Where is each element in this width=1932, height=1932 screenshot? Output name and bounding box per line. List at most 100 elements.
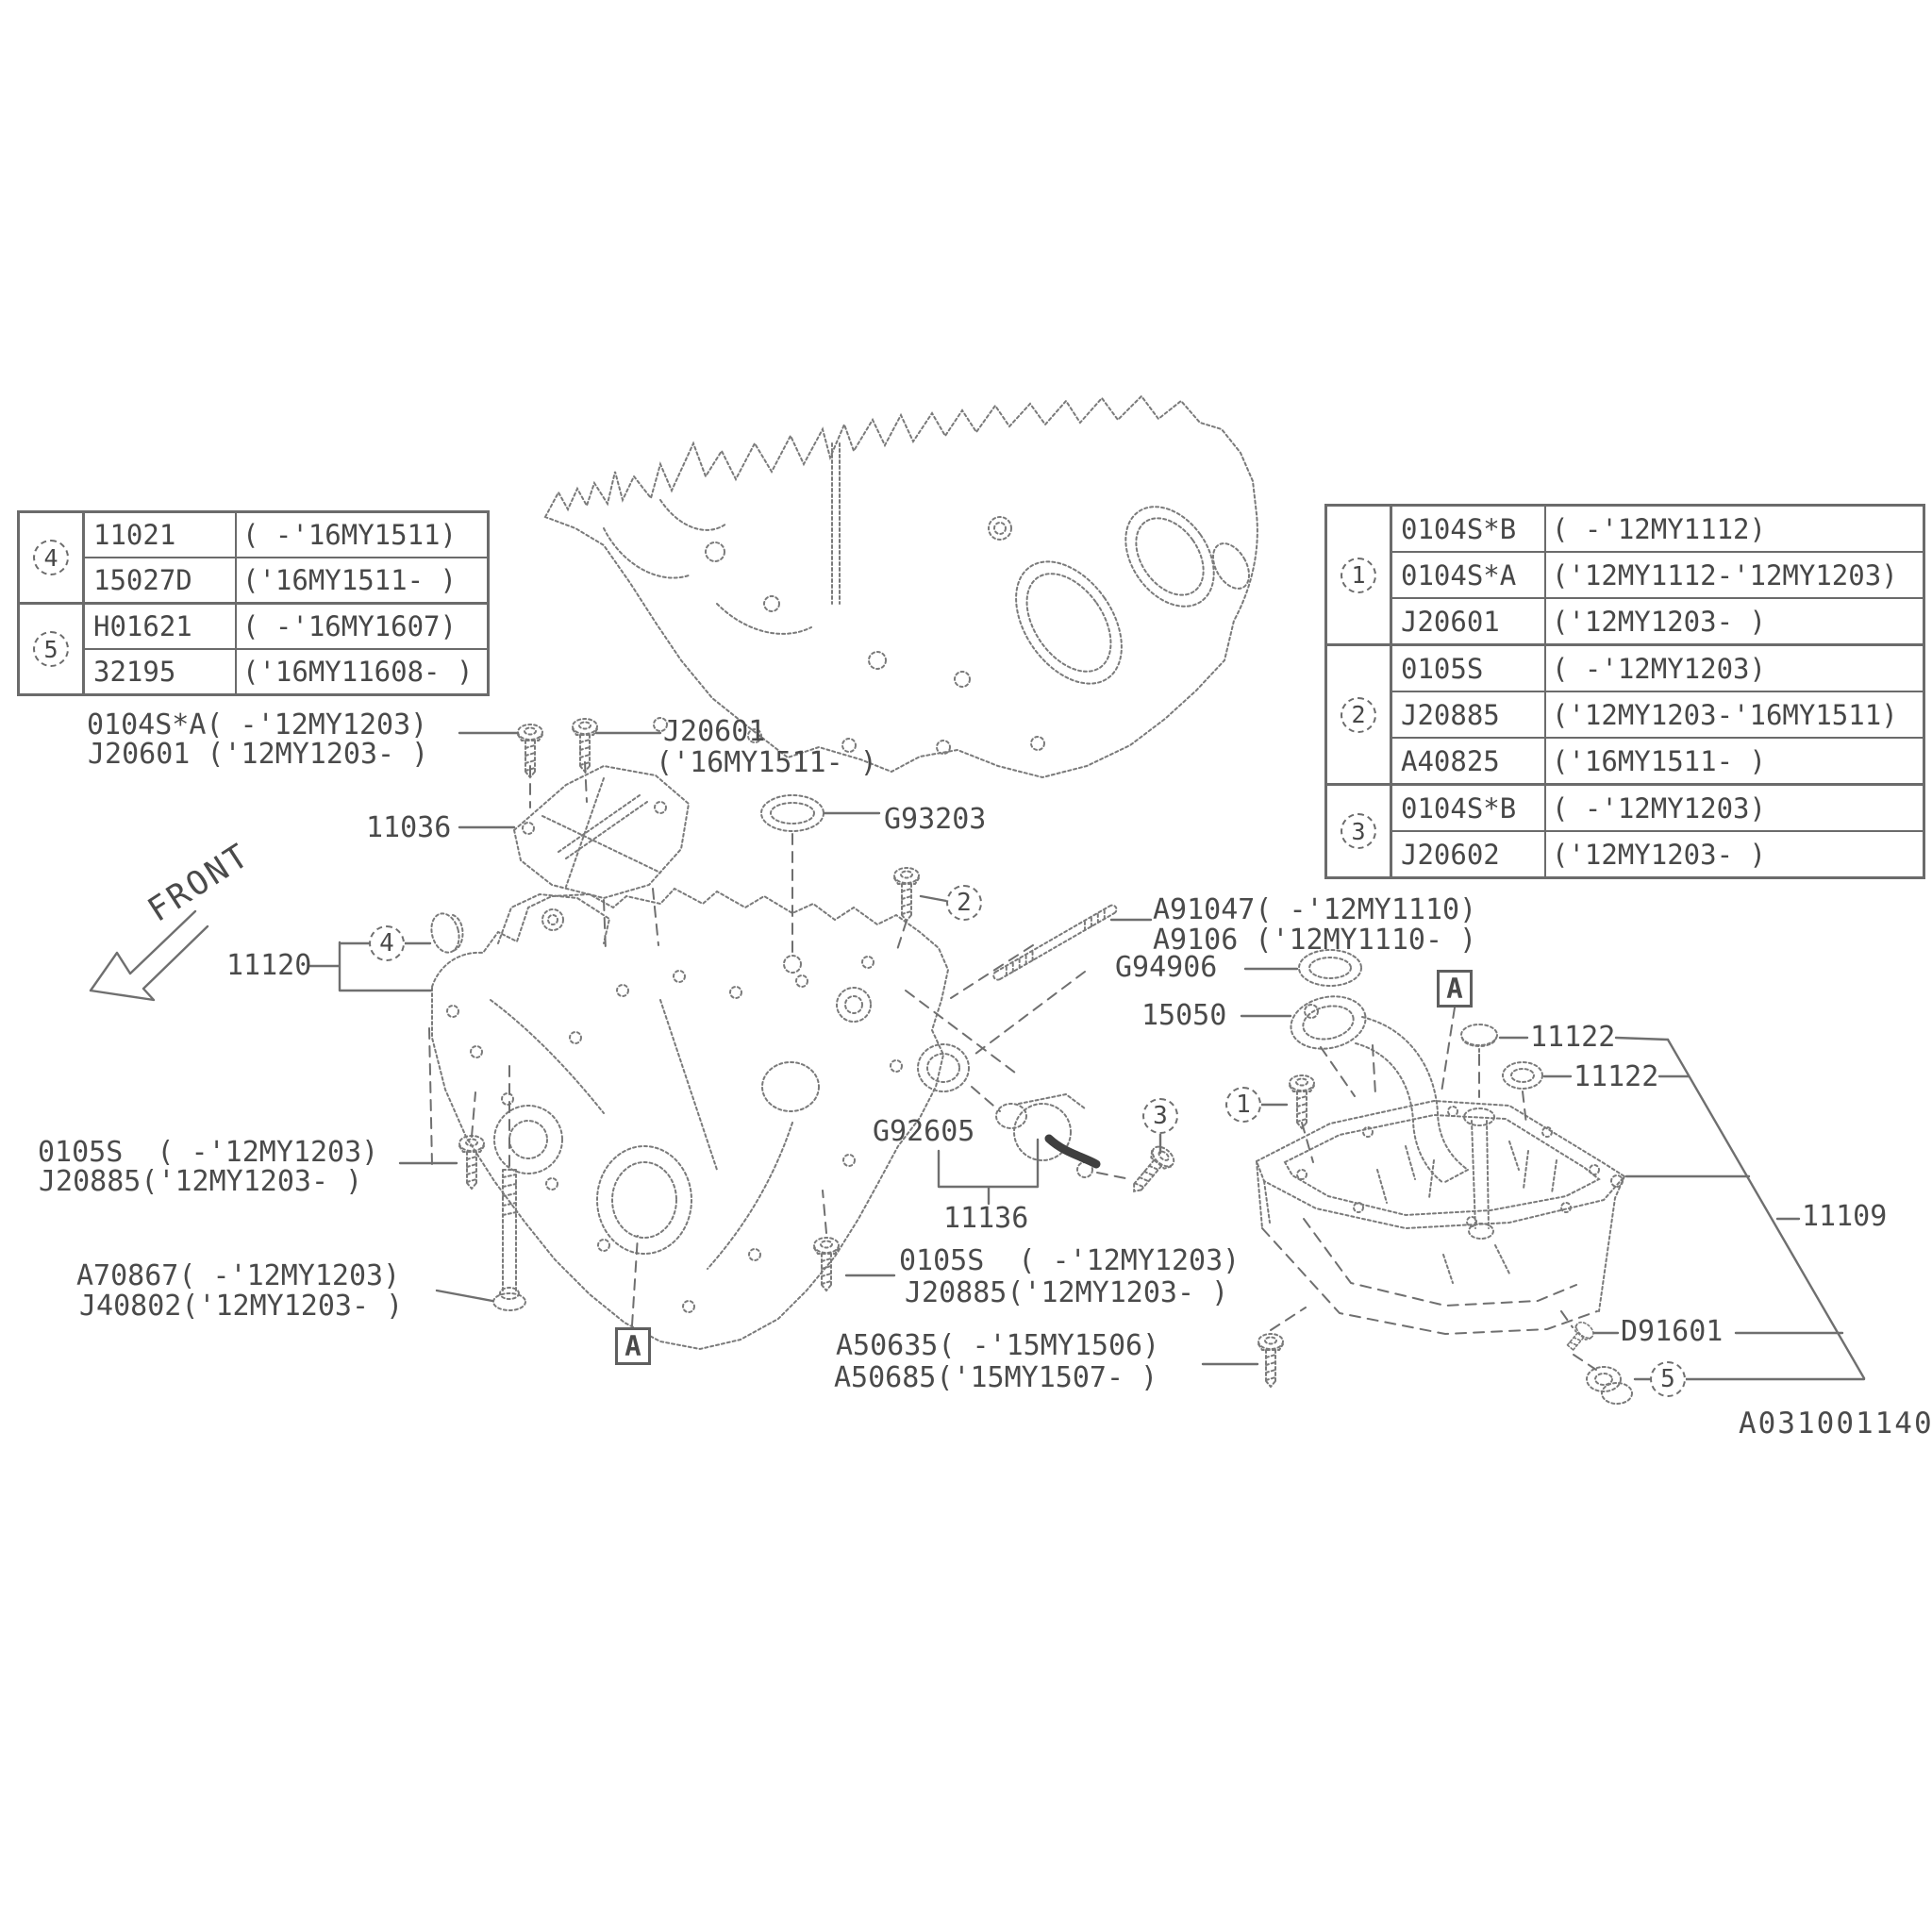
table-row: J20885 ('12MY1203-'16MY1511) [1392, 691, 1923, 737]
badge-cell: 2 [1327, 646, 1392, 783]
label-11136: 11136 [943, 1202, 1029, 1235]
label-11109: 11109 [1802, 1200, 1888, 1233]
part-number: 0104S*B [1392, 507, 1546, 551]
table-row: A40825 ('16MY1511- ) [1392, 737, 1923, 783]
table-row: 15027D ('16MY1511- ) [85, 557, 487, 602]
label-11122-lower: 11122 [1574, 1060, 1659, 1093]
callout-badge-5: 5 [33, 631, 69, 667]
bolt-icon [1124, 1141, 1179, 1201]
long-bolt-icon [492, 1169, 526, 1311]
oil-pan-hidden-edge [1261, 1227, 1598, 1336]
left-parts-table: 4 11021 ( -'16MY1511) 15027D ('16MY1511-… [17, 510, 490, 696]
oil-strainer-art [1290, 995, 1469, 1184]
table-row: 11021 ( -'16MY1511) [85, 513, 487, 557]
table-row: H01621 ( -'16MY1607) [85, 605, 487, 648]
badge-cell: 1 [1327, 507, 1392, 643]
engine-block-art [543, 394, 1258, 779]
badge-cell: 5 [20, 605, 85, 693]
leader-lines [89, 731, 1866, 1381]
cover-plate-art [512, 764, 691, 900]
badge-cell: 3 [1327, 786, 1392, 876]
table-row: J20602 ('12MY1203- ) [1392, 830, 1923, 876]
model-range: ('16MY1511- ) [242, 564, 457, 596]
model-range: ( -'16MY1607) [242, 610, 457, 642]
label-0104sa-line2: J20601 ('12MY1203- ) [88, 738, 429, 771]
label-0105s-left-line2: J20885('12MY1203- ) [39, 1165, 363, 1198]
stud-a91047-icon [992, 904, 1118, 981]
label-11036: 11036 [366, 811, 452, 844]
table-row: 0105S ( -'12MY1203) [1392, 646, 1923, 691]
oring-g92605-icon [917, 1043, 970, 1092]
callout-1: 1 [1225, 1087, 1261, 1123]
table-row: 0104S*B ( -'12MY1112) [1392, 507, 1923, 551]
model-range: ('12MY1203- ) [1552, 838, 1766, 871]
label-a70867-line2: J40802('12MY1203- ) [79, 1290, 404, 1323]
model-range: ('16MY11608- ) [242, 656, 474, 688]
callout-3: 3 [1142, 1098, 1178, 1134]
table-row: 32195 ('16MY11608- ) [85, 648, 487, 693]
ref-box-a-upper: A [1437, 970, 1473, 1008]
label-a91047-line1: A91047( -'12MY1110) [1153, 893, 1477, 926]
model-range: ('12MY1112-'12MY1203) [1552, 558, 1898, 591]
label-j20601b-line1: J20601 [663, 715, 766, 748]
label-a91047-line2: A9106 ('12MY1110- ) [1153, 924, 1477, 957]
right-parts-table: 1 0104S*B ( -'12MY1112) 0104S*A ('12MY11… [1324, 504, 1925, 879]
label-j20601b-line2: ('16MY1511- ) [656, 746, 877, 779]
label-15050: 15050 [1141, 999, 1227, 1032]
label-g93203: G93203 [884, 803, 987, 836]
part-number: H01621 [85, 605, 237, 648]
callout-badge-2: 2 [1341, 696, 1376, 733]
table-group: 3 0104S*B ( -'12MY1203) J20602 ('12MY120… [1327, 783, 1923, 876]
bolt-icon [458, 1135, 485, 1190]
callout-4: 4 [369, 925, 405, 961]
callout-badge-3: 3 [1341, 813, 1376, 849]
bolt-icon [1257, 1333, 1284, 1388]
model-range: ( -'12MY1203) [1552, 652, 1766, 685]
oil-pump-hose-art [1044, 1134, 1101, 1169]
oring-g94906-icon [1298, 949, 1362, 987]
callout-badge-4: 4 [33, 540, 69, 575]
ref-box-a-lower: A [615, 1327, 651, 1365]
model-range: ( -'12MY1112) [1552, 512, 1766, 545]
part-number: J20602 [1392, 832, 1546, 876]
part-number: 11021 [85, 513, 237, 557]
badge-cell: 4 [20, 513, 85, 602]
model-range: ('16MY1511- ) [1552, 744, 1766, 777]
oring-11122-icon [1502, 1061, 1543, 1090]
part-number: J20885 [1392, 692, 1546, 737]
part-number: J20601 [1392, 599, 1546, 643]
callout-badge-1: 1 [1341, 557, 1376, 593]
label-g92605: G92605 [873, 1115, 975, 1148]
part-number: 0104S*B [1392, 786, 1546, 830]
label-a50635-line1: A50635( -'15MY1506) [836, 1329, 1160, 1362]
construction-lines [428, 761, 1597, 1371]
model-range: ('12MY1203- ) [1552, 605, 1766, 638]
label-0104sa-line1: 0104S*A( -'12MY1203) [87, 708, 428, 741]
diagram-code: A031001140 [1739, 1407, 1932, 1441]
label-0105s-mid-line2: J20885('12MY1203- ) [905, 1276, 1229, 1309]
table-group: 1 0104S*B ( -'12MY1112) 0104S*A ('12MY11… [1327, 507, 1923, 643]
drain-washer-icon [1586, 1366, 1633, 1405]
table-group: 4 11021 ( -'16MY1511) 15027D ('16MY1511-… [20, 513, 487, 602]
table-row: 0104S*B ( -'12MY1203) [1392, 786, 1923, 830]
label-0105s-mid-line1: 0105S ( -'12MY1203) [899, 1244, 1241, 1277]
table-row: 0104S*A ('12MY1112-'12MY1203) [1392, 551, 1923, 597]
chain-case-art [431, 887, 950, 1351]
label-0105s-left-line1: 0105S ( -'12MY1203) [38, 1136, 379, 1169]
part-number: 0104S*A [1392, 553, 1546, 597]
label-d91601: D91601 [1621, 1315, 1724, 1348]
oil-pan-art [1255, 1099, 1626, 1312]
label-g94906: G94906 [1115, 951, 1218, 984]
bolt-icon [813, 1237, 840, 1291]
drain-plug-icon [1566, 1321, 1594, 1351]
table-row: J20601 ('12MY1203- ) [1392, 597, 1923, 643]
table-group: 5 H01621 ( -'16MY1607) 32195 ('16MY11608… [20, 602, 487, 693]
plug-11120-icon [430, 912, 464, 954]
oil-pump-art [995, 1092, 1093, 1178]
callout-5: 5 [1650, 1361, 1686, 1397]
part-number: 15027D [85, 558, 237, 602]
model-range: ('12MY1203-'16MY1511) [1552, 698, 1898, 731]
part-number: 0105S [1392, 646, 1546, 691]
